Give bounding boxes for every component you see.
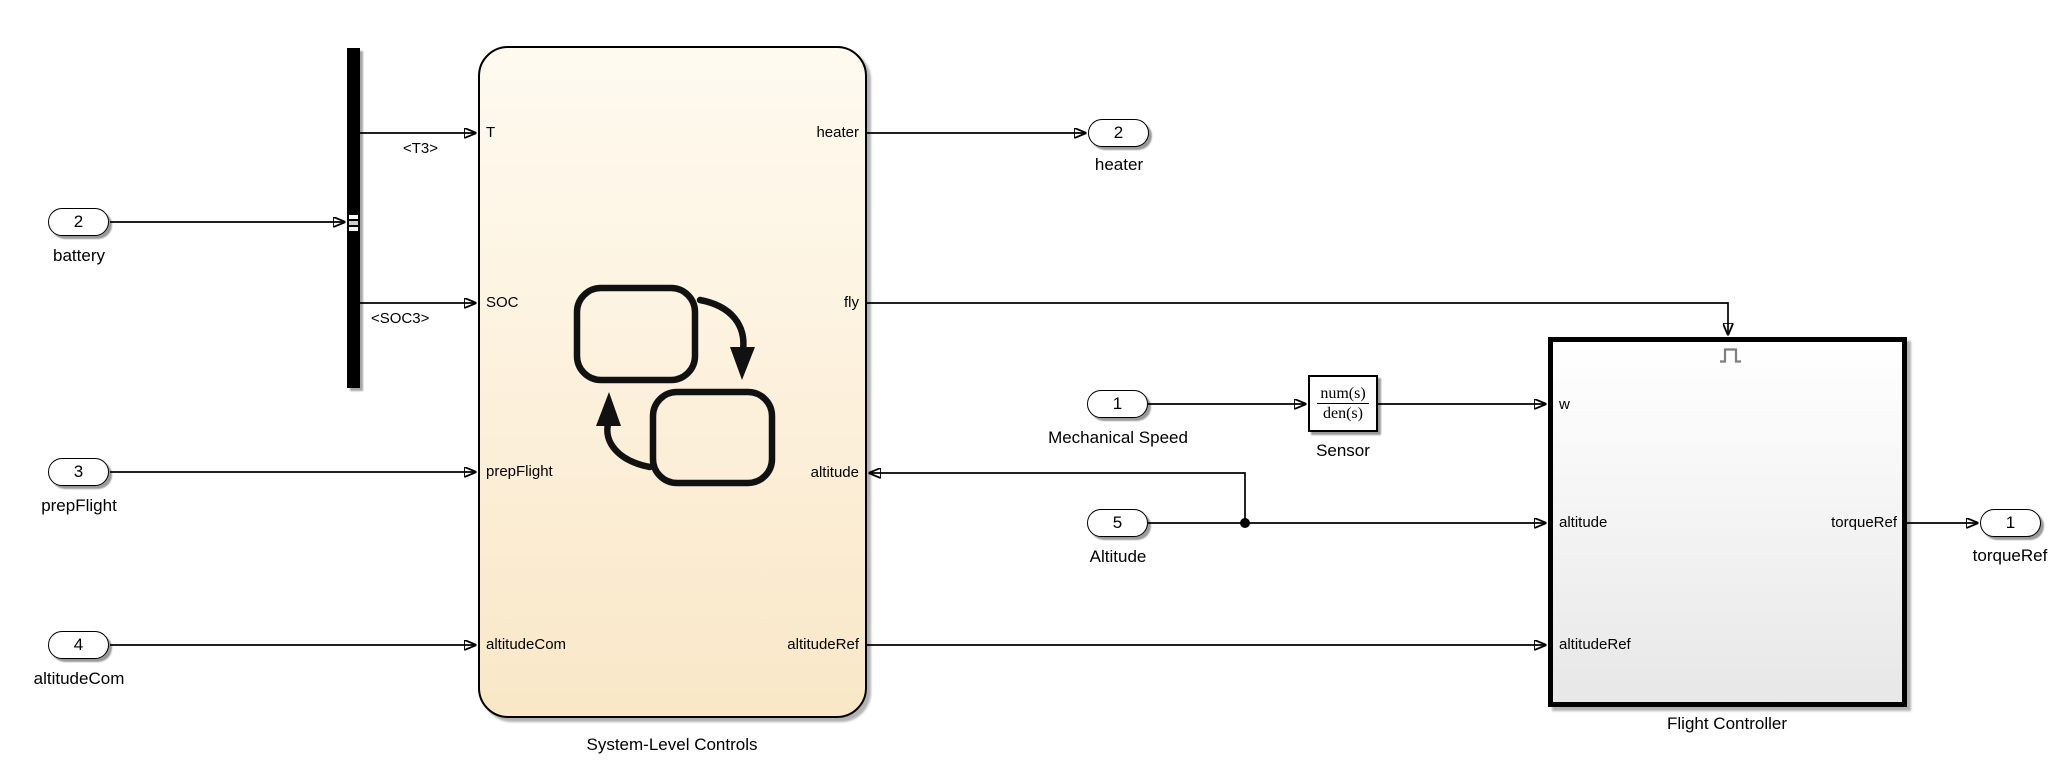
inport-battery-number: 2 [73,212,84,231]
inport-altitude[interactable]: 5 [1087,509,1148,537]
fc-port-altitude: altitude [1559,514,1608,531]
outport-heater-number: 2 [1113,123,1124,142]
transfer-fcn-numerator: num(s) [1317,385,1369,404]
bus-signal-label-SOC3: <SOC3> [371,310,430,327]
outport-torqueRef-label[interactable]: torqueRef [1972,546,2048,565]
outport-heater[interactable]: 2 [1088,119,1149,147]
wire-altitude-branch-to-chart[interactable] [869,473,1246,523]
branch-point-dot [1240,518,1250,528]
bus-selector-port-dash [349,227,358,231]
sensor-transfer-fcn-block[interactable]: num(s) den(s) [1308,375,1378,432]
chart-port-altitudeCom: altitudeCom [486,636,567,653]
bus-selector-port-dash [349,221,358,225]
inport-mechanical-speed-number: 1 [1112,394,1123,413]
fc-port-torqueRef: torqueRef [1831,514,1897,531]
inport-altitudeCom[interactable]: 4 [48,631,109,659]
flight-controller-title[interactable]: Flight Controller [1667,714,1787,733]
inport-altitude-number: 5 [1112,513,1123,532]
inport-altitudeCom-number: 4 [73,635,84,654]
inport-prepFlight[interactable]: 3 [48,458,109,486]
chart-port-altitude: altitude [810,464,859,481]
stateflow-states-icon [573,284,776,487]
chart-block-system-level-controls[interactable]: T SOC prepFlight altitudeCom heater fly … [478,46,867,718]
chart-port-T: T [486,124,496,141]
inport-prepFlight-number: 3 [73,462,84,481]
chart-port-prepFlight: prepFlight [486,463,553,480]
chart-port-heater: heater [816,124,859,141]
outport-heater-label[interactable]: heater [1094,155,1144,174]
outport-torqueRef-number: 1 [2005,513,2016,532]
transfer-fcn-denominator: den(s) [1323,405,1363,422]
chart-block-title[interactable]: System-Level Controls [586,735,758,754]
inport-mechanical-speed[interactable]: 1 [1087,390,1148,418]
outport-torqueRef[interactable]: 1 [1980,509,2041,537]
bus-selector-port-dash [349,215,358,219]
inport-altitude-label[interactable]: Altitude [1089,547,1147,566]
inport-mechanical-speed-label[interactable]: Mechanical Speed [1048,428,1188,447]
inport-battery-label[interactable]: battery [53,246,105,265]
sensor-block-title[interactable]: Sensor [1316,441,1370,460]
fc-port-w: w [1559,396,1570,413]
fc-port-altitudeRef: altitudeRef [1559,636,1631,653]
inport-altitudeCom-label[interactable]: altitudeCom [33,669,125,688]
chart-port-altitudeRef: altitudeRef [787,636,859,653]
chart-port-SOC: SOC [486,294,519,311]
flight-controller-block[interactable]: w altitude altitudeRef torqueRef [1548,337,1907,707]
chart-port-fly: fly [844,294,859,311]
wire-chart-fly-to-trigger[interactable] [867,302,1728,335]
trigger-pulse-icon [1720,348,1741,363]
inport-battery[interactable]: 2 [48,208,109,236]
inport-prepFlight-label[interactable]: prepFlight [41,496,117,515]
bus-selector-block[interactable] [347,48,360,388]
bus-signal-label-T3: <T3> [403,140,439,157]
